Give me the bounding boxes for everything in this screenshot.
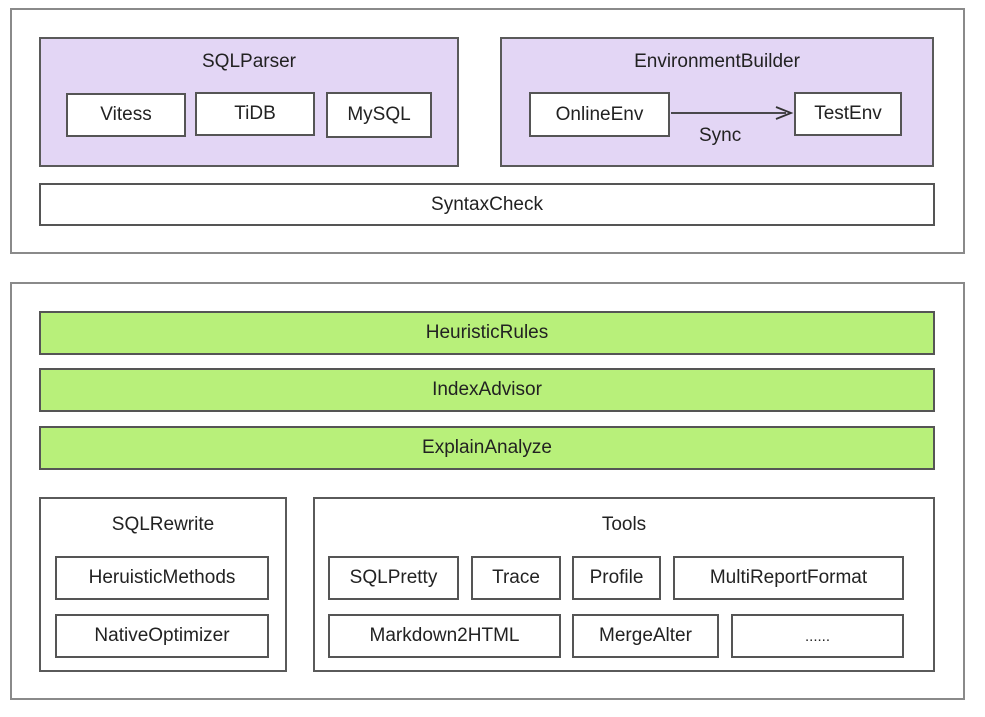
environment-builder-title: EnvironmentBuilder: [634, 51, 800, 72]
tool-profile: Profile: [572, 556, 661, 600]
test-env-box: TestEnv: [794, 92, 902, 136]
sqlrewrite-title: SQLRewrite: [111, 514, 215, 535]
heuristic-rules-bar: HeuristicRules: [39, 311, 935, 355]
online-env-box: OnlineEnv: [529, 92, 670, 137]
sqlparser-title: SQLParser: [202, 51, 296, 72]
tool-sqlpretty: SQLPretty: [328, 556, 459, 600]
parser-tidb: TiDB: [195, 92, 315, 136]
sync-label: Sync: [699, 125, 742, 146]
tool-mergealter: MergeAlter: [572, 614, 719, 658]
tool-markdown2html: Markdown2HTML: [328, 614, 561, 658]
syntax-check-bar: SyntaxCheck: [39, 183, 935, 226]
tool-multireportformat: MultiReportFormat: [673, 556, 904, 600]
parser-mysql: MySQL: [326, 92, 432, 138]
parser-vitess: Vitess: [66, 93, 186, 137]
index-advisor-bar: IndexAdvisor: [39, 368, 935, 412]
heruistic-methods-box: HeruisticMethods: [55, 556, 269, 600]
explain-analyze-bar: ExplainAnalyze: [39, 426, 935, 470]
tool-trace: Trace: [471, 556, 561, 600]
native-optimizer-box: NativeOptimizer: [55, 614, 269, 658]
tool-ellipsis: ......: [731, 614, 904, 658]
tools-title: Tools: [601, 514, 647, 535]
